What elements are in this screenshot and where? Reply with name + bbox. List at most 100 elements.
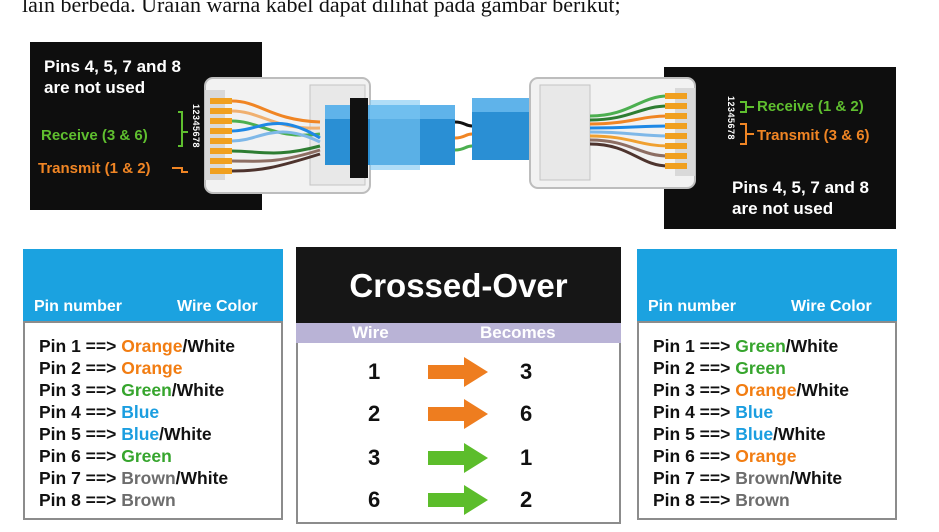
crossover-subheader: Wire Becomes bbox=[296, 323, 621, 343]
wire-color-primary: Green bbox=[735, 336, 786, 356]
right-note-line-2: are not used bbox=[732, 199, 834, 218]
pin-label: Pin 2 ==> bbox=[653, 358, 736, 378]
pin-row: Pin 2 ==> Green bbox=[653, 357, 849, 379]
wire-color-separator: / bbox=[773, 424, 779, 444]
pin-label: Pin 8 ==> bbox=[653, 490, 736, 510]
wire-color-separator: / bbox=[785, 336, 791, 356]
wire-color-secondary: White bbox=[778, 424, 826, 444]
pin-row: Pin 4 ==> Blue bbox=[39, 401, 235, 423]
wire-color-primary: Orange bbox=[735, 380, 797, 400]
right-wires bbox=[589, 94, 669, 168]
pin-label: Pin 6 ==> bbox=[39, 446, 122, 466]
pin-row: Pin 5 ==> Blue/White bbox=[653, 423, 849, 445]
pin-label: Pin 8 ==> bbox=[39, 490, 122, 510]
wire-number: 2 bbox=[368, 401, 381, 426]
becomes-number: 1 bbox=[520, 445, 533, 470]
arrow-icon bbox=[428, 485, 488, 515]
wire-color-separator: / bbox=[171, 380, 177, 400]
pin-label: Pin 5 ==> bbox=[39, 424, 122, 444]
wire-color-secondary: White bbox=[180, 468, 229, 488]
wire-color-primary: Green bbox=[121, 446, 172, 466]
becomes-number: 3 bbox=[520, 359, 533, 384]
wire-color-primary: Blue bbox=[121, 424, 160, 444]
right-note-line-1: Pins 4, 5, 7 and 8 bbox=[732, 178, 870, 197]
wire-color-secondary: White bbox=[794, 468, 843, 488]
pin-row: Pin 2 ==> Orange bbox=[39, 357, 235, 379]
becomes-number: 2 bbox=[520, 487, 533, 512]
pin-row: Pin 1 ==> Green/White bbox=[653, 335, 849, 357]
wire-color-primary: Brown bbox=[735, 490, 790, 510]
pin-label: Pin 1 ==> bbox=[39, 336, 122, 356]
wire-color-primary: Brown bbox=[735, 468, 790, 488]
wire-color-secondary: White bbox=[187, 336, 235, 356]
wire-color-primary: Brown bbox=[121, 490, 176, 510]
pin-row: Pin 3 ==> Green/White bbox=[39, 379, 235, 401]
left-table-header: Pin number Wire Color bbox=[23, 249, 283, 321]
wire-color-primary: Orange bbox=[735, 446, 797, 466]
wire-color-primary: Green bbox=[121, 380, 172, 400]
wire-color-primary: Orange bbox=[121, 336, 183, 356]
wire-number: 6 bbox=[368, 487, 381, 512]
crossover-title: Crossed-Over bbox=[296, 247, 621, 323]
pin-label: Pin 7 ==> bbox=[653, 468, 736, 488]
wire-number: 1 bbox=[368, 359, 381, 384]
pin-label: Pin 5 ==> bbox=[653, 424, 736, 444]
wire-color-secondary: White bbox=[801, 380, 849, 400]
pin-row: Pin 6 ==> Orange bbox=[653, 445, 849, 467]
pin-label: Pin 3 ==> bbox=[39, 380, 122, 400]
wire-color-separator: / bbox=[182, 336, 188, 356]
pin-row: Pin 8 ==> Brown bbox=[39, 489, 235, 511]
left-receive-label: Receive (3 & 6) bbox=[41, 127, 148, 144]
pin-label: Pin 3 ==> bbox=[653, 380, 736, 400]
pin-row: Pin 3 ==> Orange/White bbox=[653, 379, 849, 401]
right-pin-contacts bbox=[665, 93, 687, 169]
left-header-pin-number: Pin number bbox=[34, 298, 123, 315]
crossover-col-becomes: Becomes bbox=[480, 323, 556, 342]
right-bracket-marks bbox=[740, 101, 754, 145]
right-table-header: Pin number Wire Color bbox=[637, 249, 897, 321]
right-unused-pins-note: Pins 4, 5, 7 and 8 are not used bbox=[732, 177, 869, 219]
pin-label: Pin 4 ==> bbox=[653, 402, 736, 422]
wire-color-primary: Green bbox=[735, 358, 786, 378]
pin-row: Pin 1 ==> Orange/White bbox=[39, 335, 235, 357]
right-transmit-label: Transmit (3 & 6) bbox=[757, 127, 870, 144]
pin-row: Pin 7 ==> Brown/White bbox=[653, 467, 849, 489]
right-label-box bbox=[664, 67, 896, 229]
left-unused-pins-note: Pins 4, 5, 7 and 8 are not used bbox=[44, 56, 181, 98]
left-transmit-label: Transmit (1 & 2) bbox=[38, 160, 151, 177]
wire-color-primary: Brown bbox=[121, 468, 176, 488]
left-header-wire-color: Wire Color bbox=[177, 298, 258, 315]
left-pin-contacts bbox=[210, 98, 232, 174]
wire-color-secondary: White bbox=[164, 424, 212, 444]
wire-number: 3 bbox=[368, 445, 381, 470]
left-wires bbox=[231, 99, 321, 173]
left-note-line-1: Pins 4, 5, 7 and 8 bbox=[44, 57, 182, 76]
left-cable-jacket bbox=[325, 98, 455, 178]
pin-row: Pin 7 ==> Brown/White bbox=[39, 467, 235, 489]
right-header-pin-number: Pin number bbox=[648, 298, 737, 315]
wire-color-secondary: White bbox=[790, 336, 839, 356]
arrow-icon bbox=[428, 357, 488, 387]
wire-color-separator: / bbox=[175, 468, 181, 488]
pin-label: Pin 2 ==> bbox=[39, 358, 122, 378]
pin-label: Pin 7 ==> bbox=[39, 468, 122, 488]
wire-color-primary: Orange bbox=[121, 358, 183, 378]
arrow-icon bbox=[428, 443, 488, 473]
crossover-col-wire: Wire bbox=[352, 323, 389, 342]
wire-color-primary: Blue bbox=[735, 424, 774, 444]
pin-row: Pin 6 ==> Green bbox=[39, 445, 235, 467]
wire-color-primary: Blue bbox=[121, 402, 160, 422]
wire-color-separator: / bbox=[789, 468, 795, 488]
right-receive-label: Receive (1 & 2) bbox=[757, 98, 864, 115]
pin-row: Pin 8 ==> Brown bbox=[653, 489, 849, 511]
top-text-line: lain berbeda. Uraian warna kabel dapat d… bbox=[22, 0, 621, 17]
pin-row: Pin 5 ==> Blue/White bbox=[39, 423, 235, 445]
